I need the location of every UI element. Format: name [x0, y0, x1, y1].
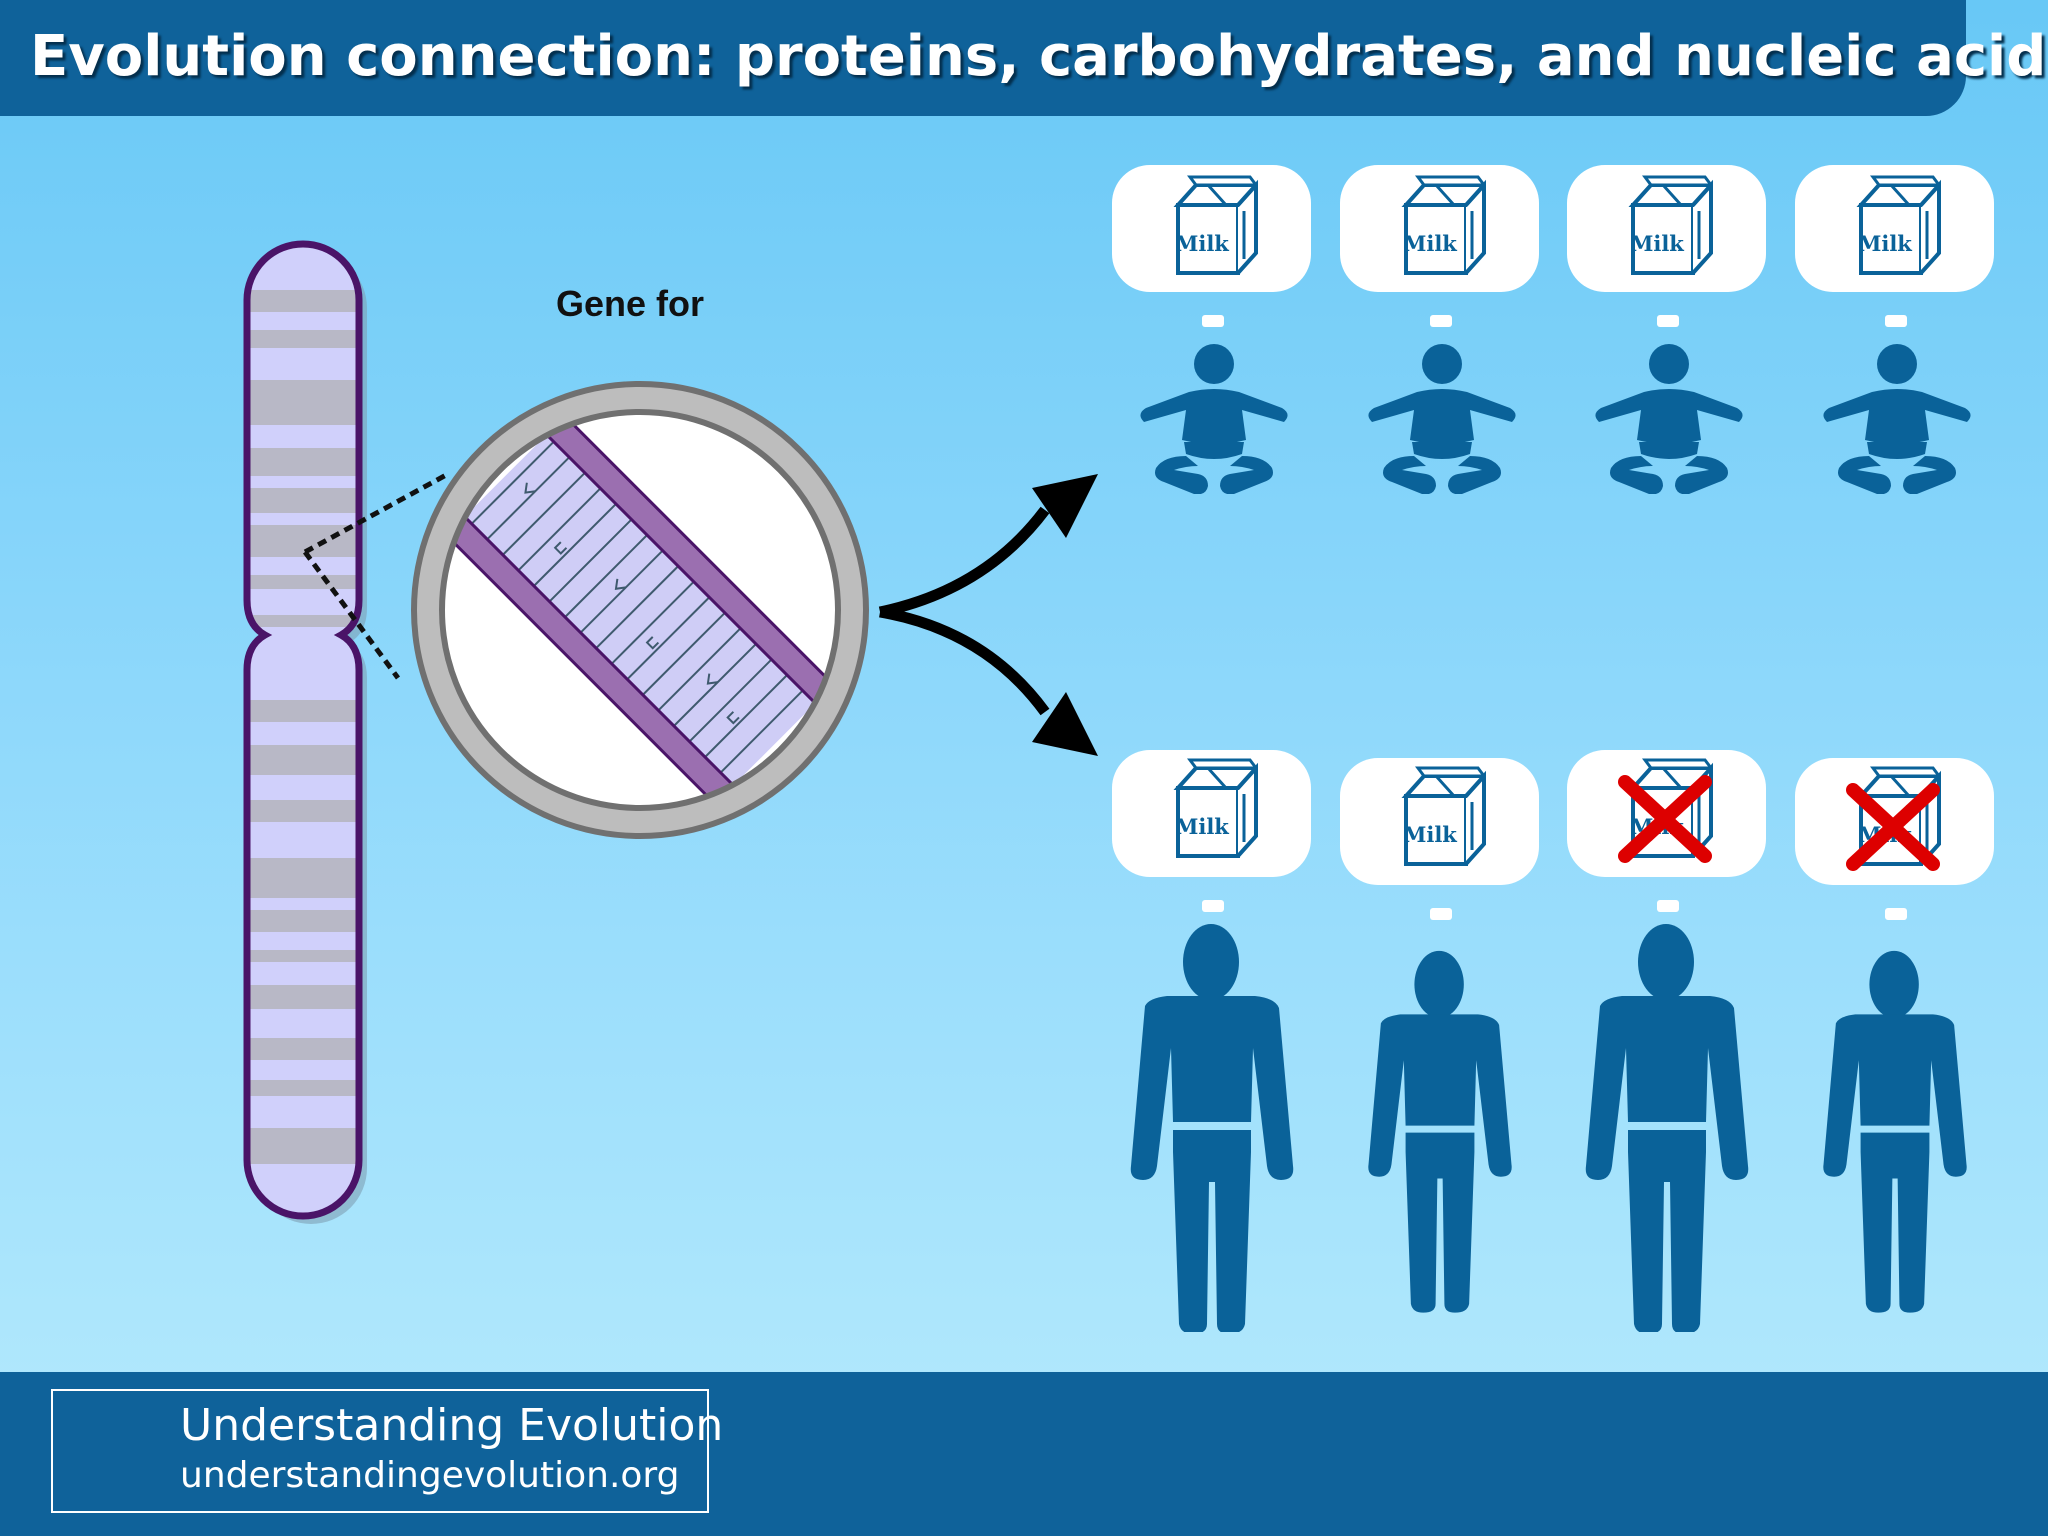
infant-icon: [1368, 344, 1516, 494]
gene-label: Gene for: [556, 283, 705, 324]
milk-label: Milk: [1175, 231, 1229, 256]
infant-row: Milk Milk Milk Milk: [1112, 165, 1994, 494]
title-bar: [0, 0, 1966, 116]
adult-1: Milk: [1112, 750, 1311, 1332]
magnifier-icon: [411, 381, 869, 839]
milk-carton-icon: [1859, 175, 1941, 275]
milk-label: Milk: [1403, 231, 1457, 256]
milk-carton-icon: [1176, 175, 1258, 275]
infant-icon: [1140, 344, 1288, 494]
adult-4: Milk: [1795, 758, 1994, 1313]
infant-2: Milk: [1340, 165, 1539, 494]
milk-carton-icon: [1631, 175, 1713, 275]
adult-icon: [1130, 924, 1294, 1332]
slide-title: Evolution connection: proteins, carbohyd…: [30, 24, 2048, 89]
milk-label: Milk: [1175, 814, 1229, 839]
zoom-lines: [302, 471, 450, 680]
milk-label: Milk: [1630, 231, 1684, 256]
infant-3: Milk: [1567, 165, 1766, 494]
milk-carton-icon: [1176, 758, 1258, 858]
branch-arrows-icon: [878, 506, 1050, 716]
footer: [0, 1372, 2048, 1536]
adult-icon: [1585, 924, 1749, 1332]
milk-label: Milk: [1403, 822, 1457, 847]
cross-icon: [1618, 775, 1712, 863]
adult-icon: [1823, 950, 1967, 1313]
adult-row: Milk Milk Milk: [1112, 750, 1994, 1332]
milk-label: Milk: [1858, 231, 1912, 256]
infant-1: Milk: [1112, 165, 1311, 494]
footer-url: understandingevolution.org: [180, 1455, 680, 1496]
milk-carton-icon: [1404, 175, 1486, 275]
milk-carton-icon: [1404, 766, 1486, 866]
arrow-down-icon: [1032, 692, 1098, 756]
arrow-up-icon: [1032, 474, 1098, 538]
footer-logo-box: [51, 1389, 709, 1513]
adult-2: Milk: [1340, 758, 1539, 1313]
adult-icon: [1368, 950, 1512, 1313]
dna-icon: [440, 410, 840, 810]
cross-icon: [1846, 783, 1940, 871]
infant-icon: [1823, 344, 1971, 494]
chromosome-icon: [243, 240, 367, 1224]
infant-icon: [1595, 344, 1743, 494]
infant-4: Milk: [1795, 165, 1994, 494]
adult-3: Milk: [1567, 750, 1766, 1332]
footer-title: Understanding Evolution: [180, 1400, 724, 1451]
